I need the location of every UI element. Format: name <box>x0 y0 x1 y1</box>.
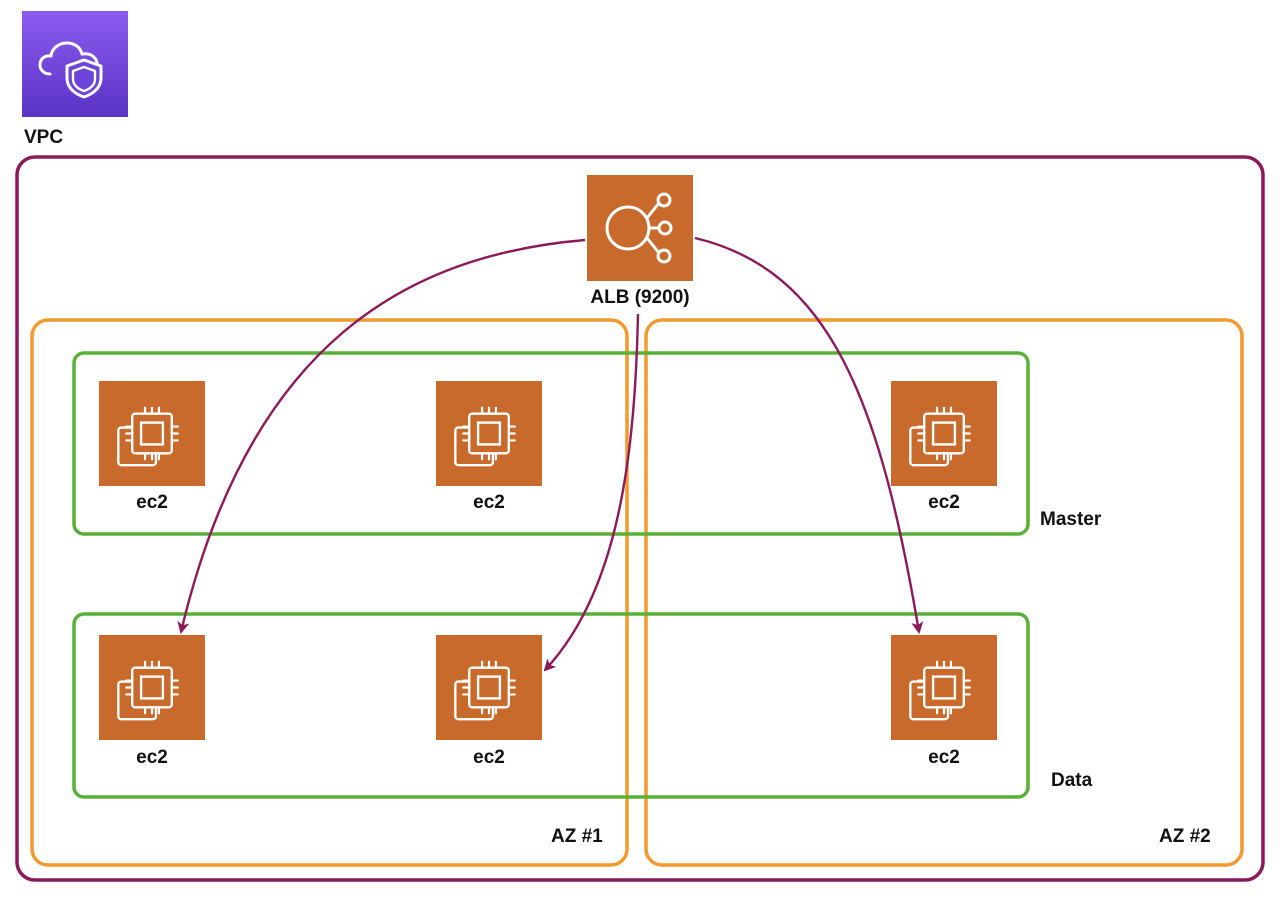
ec2-label: ec2 <box>928 492 960 513</box>
alb-to-data-ec2-az1-second-arrow <box>543 313 640 672</box>
ec2-label: ec2 <box>136 492 168 513</box>
alb-to-data-ec2-az2-arrow <box>694 236 924 634</box>
ec2-instance-icon <box>436 381 542 486</box>
vpc-boundary <box>15 155 1265 882</box>
alb-to-data-ec2-az1-arrow <box>177 238 586 634</box>
ec2-instance-icon <box>891 381 997 486</box>
ec2-label: ec2 <box>473 492 505 513</box>
az-1-label: AZ #1 <box>551 826 603 847</box>
vpc-icon <box>22 11 128 117</box>
alb-label: ALB (9200) <box>590 287 690 308</box>
master-group-boundary <box>72 351 1030 536</box>
ec2-instance-icon <box>99 381 205 486</box>
vpc-label: VPC <box>24 127 64 148</box>
az-1-boundary <box>30 318 629 867</box>
data-group-label: Data <box>1051 770 1093 791</box>
data-group-boundary <box>72 612 1030 799</box>
master-group-label: Master <box>1040 509 1102 530</box>
ec2-instance-icon <box>99 635 205 740</box>
ec2-instance-icon <box>436 635 542 740</box>
ec2-label: ec2 <box>928 747 960 768</box>
az-2-boundary <box>644 318 1244 867</box>
ec2-instance-icon <box>891 635 997 740</box>
ec2-label: ec2 <box>136 747 168 768</box>
ec2-label: ec2 <box>473 747 505 768</box>
az-2-label: AZ #2 <box>1159 826 1211 847</box>
load-balancer-icon <box>587 175 693 281</box>
